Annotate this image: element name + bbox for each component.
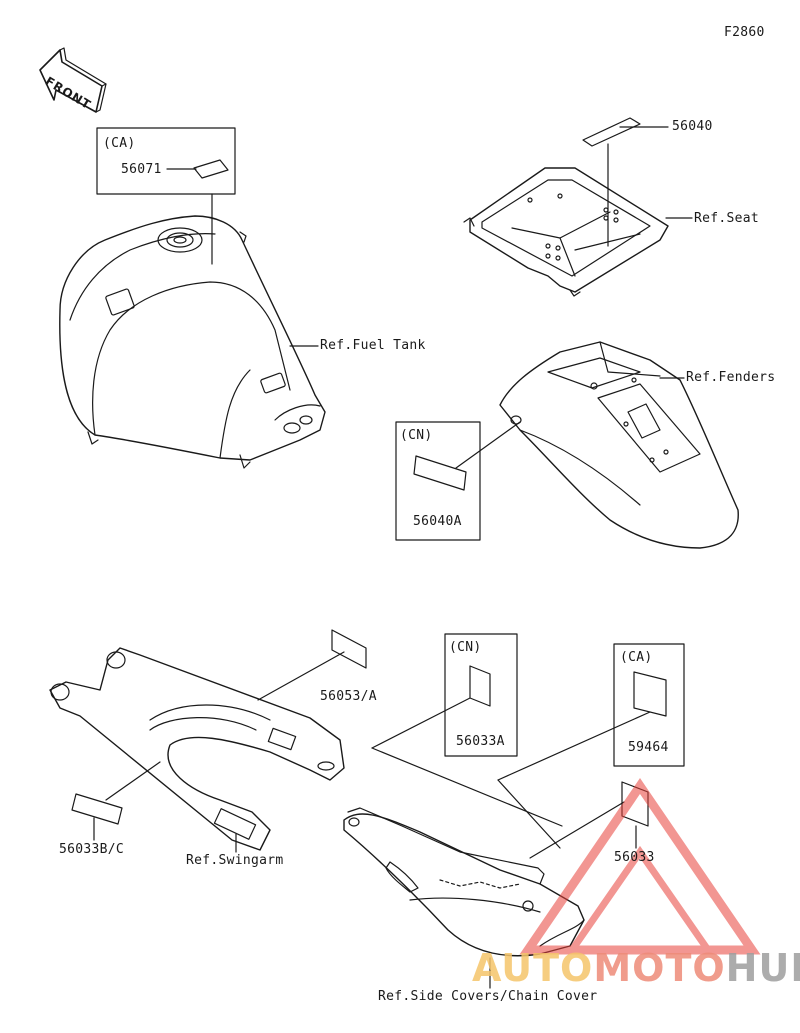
part-number-56033: 56033 — [614, 850, 655, 865]
region-box-cn-1 — [395, 421, 481, 541]
front-arrow-icon — [39, 47, 107, 113]
watermark-part-3: HUB — [725, 946, 800, 990]
part-number-56040a: 56040A — [413, 514, 462, 529]
ref-side-covers-label: Ref.Side Covers/Chain Cover — [378, 989, 598, 1004]
decal-56071-shape — [193, 159, 229, 179]
swingarm-drawing — [49, 629, 367, 853]
decal-56040a-shape — [413, 455, 467, 491]
region-box-cn-2 — [444, 633, 518, 757]
fuel-tank-drawing — [59, 127, 326, 469]
decal-56053a-shape — [331, 629, 367, 669]
ref-swingarm-label: Ref.Swingarm — [186, 853, 284, 868]
ref-seat-label: Ref.Seat — [694, 211, 760, 226]
ref-fenders-label: Ref.Fenders — [686, 370, 776, 385]
watermark-part-2: MOTO — [593, 946, 726, 990]
part-number-56033a: 56033A — [456, 734, 505, 749]
decal-59464-shape — [633, 671, 667, 717]
region-box-ca-2 — [613, 643, 685, 767]
part-number-56053a: 56053/A — [320, 689, 377, 704]
part-number-59464: 59464 — [628, 740, 669, 755]
decal-56033a-shape — [469, 665, 491, 707]
part-number-56040: 56040 — [672, 119, 713, 134]
part-number-56033bc: 56033B/C — [59, 842, 125, 857]
rear-fender-drawing — [395, 341, 739, 549]
ref-fuel-tank-label: Ref.Fuel Tank — [320, 338, 426, 353]
diagram-code: F2860 — [724, 25, 765, 40]
side-covers-drawing — [343, 633, 685, 989]
region-ca-label-2: (CA) — [620, 650, 653, 665]
seat-base-drawing — [463, 117, 693, 297]
decal-56033bc-shape — [71, 793, 123, 825]
region-cn-label: (CN) — [400, 428, 433, 443]
watermark-triangle-icon — [519, 778, 761, 955]
part-number-56071: 56071 — [121, 162, 162, 177]
watermark-part-1: AUTO — [472, 946, 594, 990]
region-ca-label: (CA) — [103, 136, 136, 151]
watermark-logo: AUTOMOTOHUB — [472, 946, 800, 990]
region-box-ca-1 — [96, 127, 236, 195]
decal-56040-shape — [582, 117, 641, 147]
region-cn-label-2: (CN) — [449, 640, 482, 655]
